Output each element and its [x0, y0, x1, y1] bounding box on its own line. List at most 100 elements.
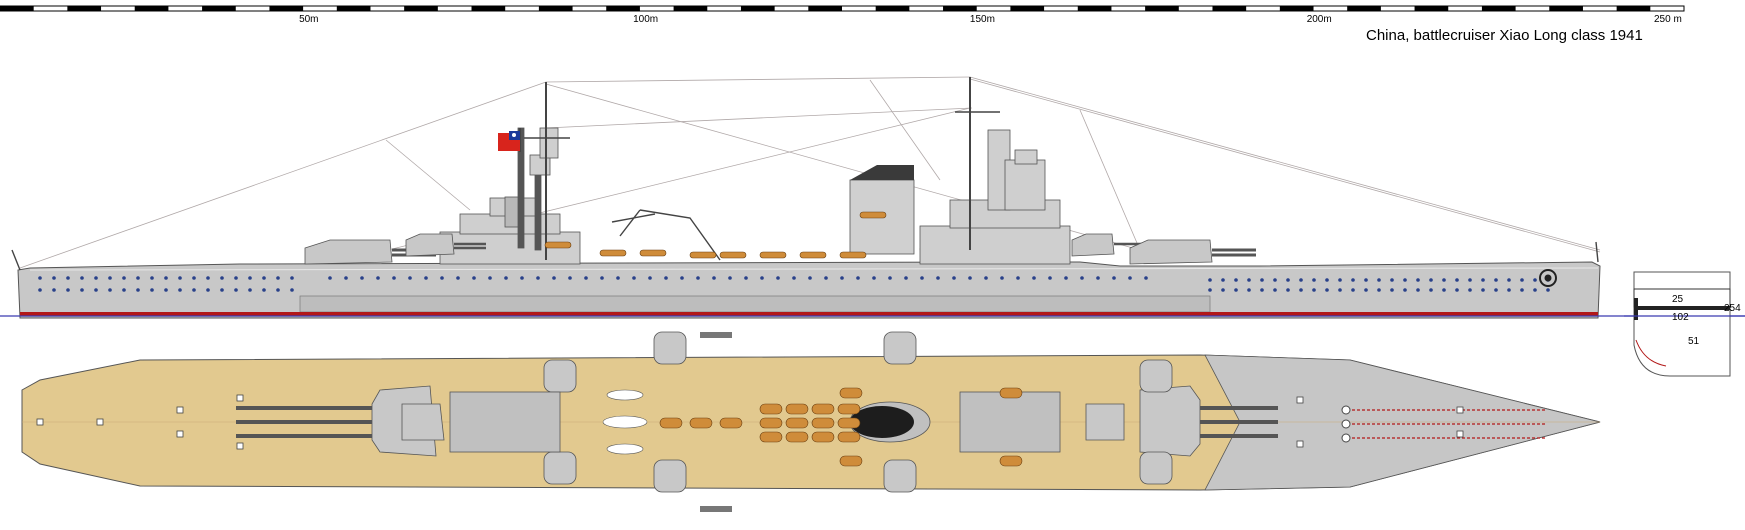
porthole: [472, 276, 476, 280]
scale-segment: [336, 6, 371, 11]
anchor-chains: [1352, 409, 1545, 439]
porthole: [1507, 288, 1511, 292]
life-raft: [839, 251, 867, 259]
porthole: [38, 288, 42, 292]
aft-superstructure: [919, 129, 1071, 265]
porthole: [1351, 278, 1355, 282]
scale-segment: [1481, 6, 1516, 11]
armor-belt: [299, 295, 1211, 313]
porthole: [150, 288, 154, 292]
section-outline: [1633, 271, 1731, 377]
porthole: [616, 276, 620, 280]
boat-top: [839, 387, 863, 399]
top-view: [21, 331, 1601, 512]
porthole: [206, 276, 210, 280]
porthole: [1494, 288, 1498, 292]
capstans: [1341, 405, 1351, 443]
boat-top: [837, 431, 861, 443]
turret-b-profile: [405, 233, 486, 257]
porthole: [1286, 288, 1290, 292]
turret-y-profile: [1129, 239, 1256, 265]
porthole: [276, 276, 280, 280]
porthole: [290, 276, 294, 280]
boat-top: [837, 417, 861, 429]
porthole: [760, 276, 764, 280]
porthole: [520, 276, 524, 280]
scale-segment: [875, 6, 910, 11]
porthole: [1338, 288, 1342, 292]
section-belt: [1634, 298, 1638, 320]
boat-crane: [611, 209, 721, 261]
porthole: [376, 276, 380, 280]
porthole: [1442, 278, 1446, 282]
porthole: [1247, 288, 1251, 292]
boat-top: [785, 417, 809, 429]
porthole: [276, 288, 280, 292]
bow-staff: [1595, 241, 1599, 263]
porthole: [1338, 278, 1342, 282]
scale-segment: [1077, 6, 1112, 11]
porthole: [1364, 278, 1368, 282]
porthole: [648, 276, 652, 280]
porthole: [1468, 278, 1472, 282]
porthole: [1390, 278, 1394, 282]
life-raft: [859, 211, 887, 219]
scale-label: 150m: [970, 14, 995, 25]
porthole: [1299, 288, 1303, 292]
boat-top: [659, 417, 683, 429]
porthole: [38, 276, 42, 280]
scale-segment: [67, 6, 102, 11]
porthole: [1273, 278, 1277, 282]
anchor-icon: [1539, 269, 1557, 287]
porthole: [856, 276, 860, 280]
porthole: [552, 276, 556, 280]
section-label-deck: 25: [1672, 294, 1684, 305]
porthole: [80, 288, 84, 292]
porthole: [248, 288, 252, 292]
porthole: [1533, 278, 1537, 282]
porthole: [122, 288, 126, 292]
porthole: [1273, 288, 1277, 292]
porthole: [456, 276, 460, 280]
boat-top: [785, 403, 809, 415]
scale-segment: [269, 6, 304, 11]
life-raft: [544, 241, 572, 249]
porthole: [744, 276, 748, 280]
porthole: [192, 288, 196, 292]
boat-top: [759, 417, 783, 429]
porthole: [80, 276, 84, 280]
scale-segment: [1549, 6, 1583, 11]
deck-fittings: [36, 394, 1464, 450]
porthole: [192, 276, 196, 280]
porthole: [968, 276, 972, 280]
porthole: [178, 288, 182, 292]
flag-icon: [498, 128, 521, 152]
life-raft: [759, 251, 787, 259]
porthole: [328, 276, 332, 280]
porthole: [290, 288, 294, 292]
boat-top: [811, 417, 835, 429]
turret-y-top: [1139, 385, 1278, 457]
porthole: [1416, 288, 1420, 292]
porthole: [1507, 278, 1511, 282]
porthole: [1234, 278, 1238, 282]
top-boats: [602, 387, 1023, 467]
scale-segment: [1145, 6, 1179, 11]
boat-top: [837, 403, 861, 415]
midship-section: 25 254 102 51: [1624, 271, 1745, 377]
porthole: [1096, 276, 1100, 280]
turret-b-top: [401, 403, 445, 441]
secondary-turret: [543, 451, 577, 485]
porthole: [1403, 288, 1407, 292]
porthole: [344, 276, 348, 280]
porthole: [94, 276, 98, 280]
scale-segment: [606, 6, 640, 11]
secondary-turrets: [543, 331, 1173, 493]
porthole: [728, 276, 732, 280]
life-raft: [689, 251, 717, 259]
deck-fitting: [96, 418, 104, 426]
porthole: [1520, 288, 1524, 292]
